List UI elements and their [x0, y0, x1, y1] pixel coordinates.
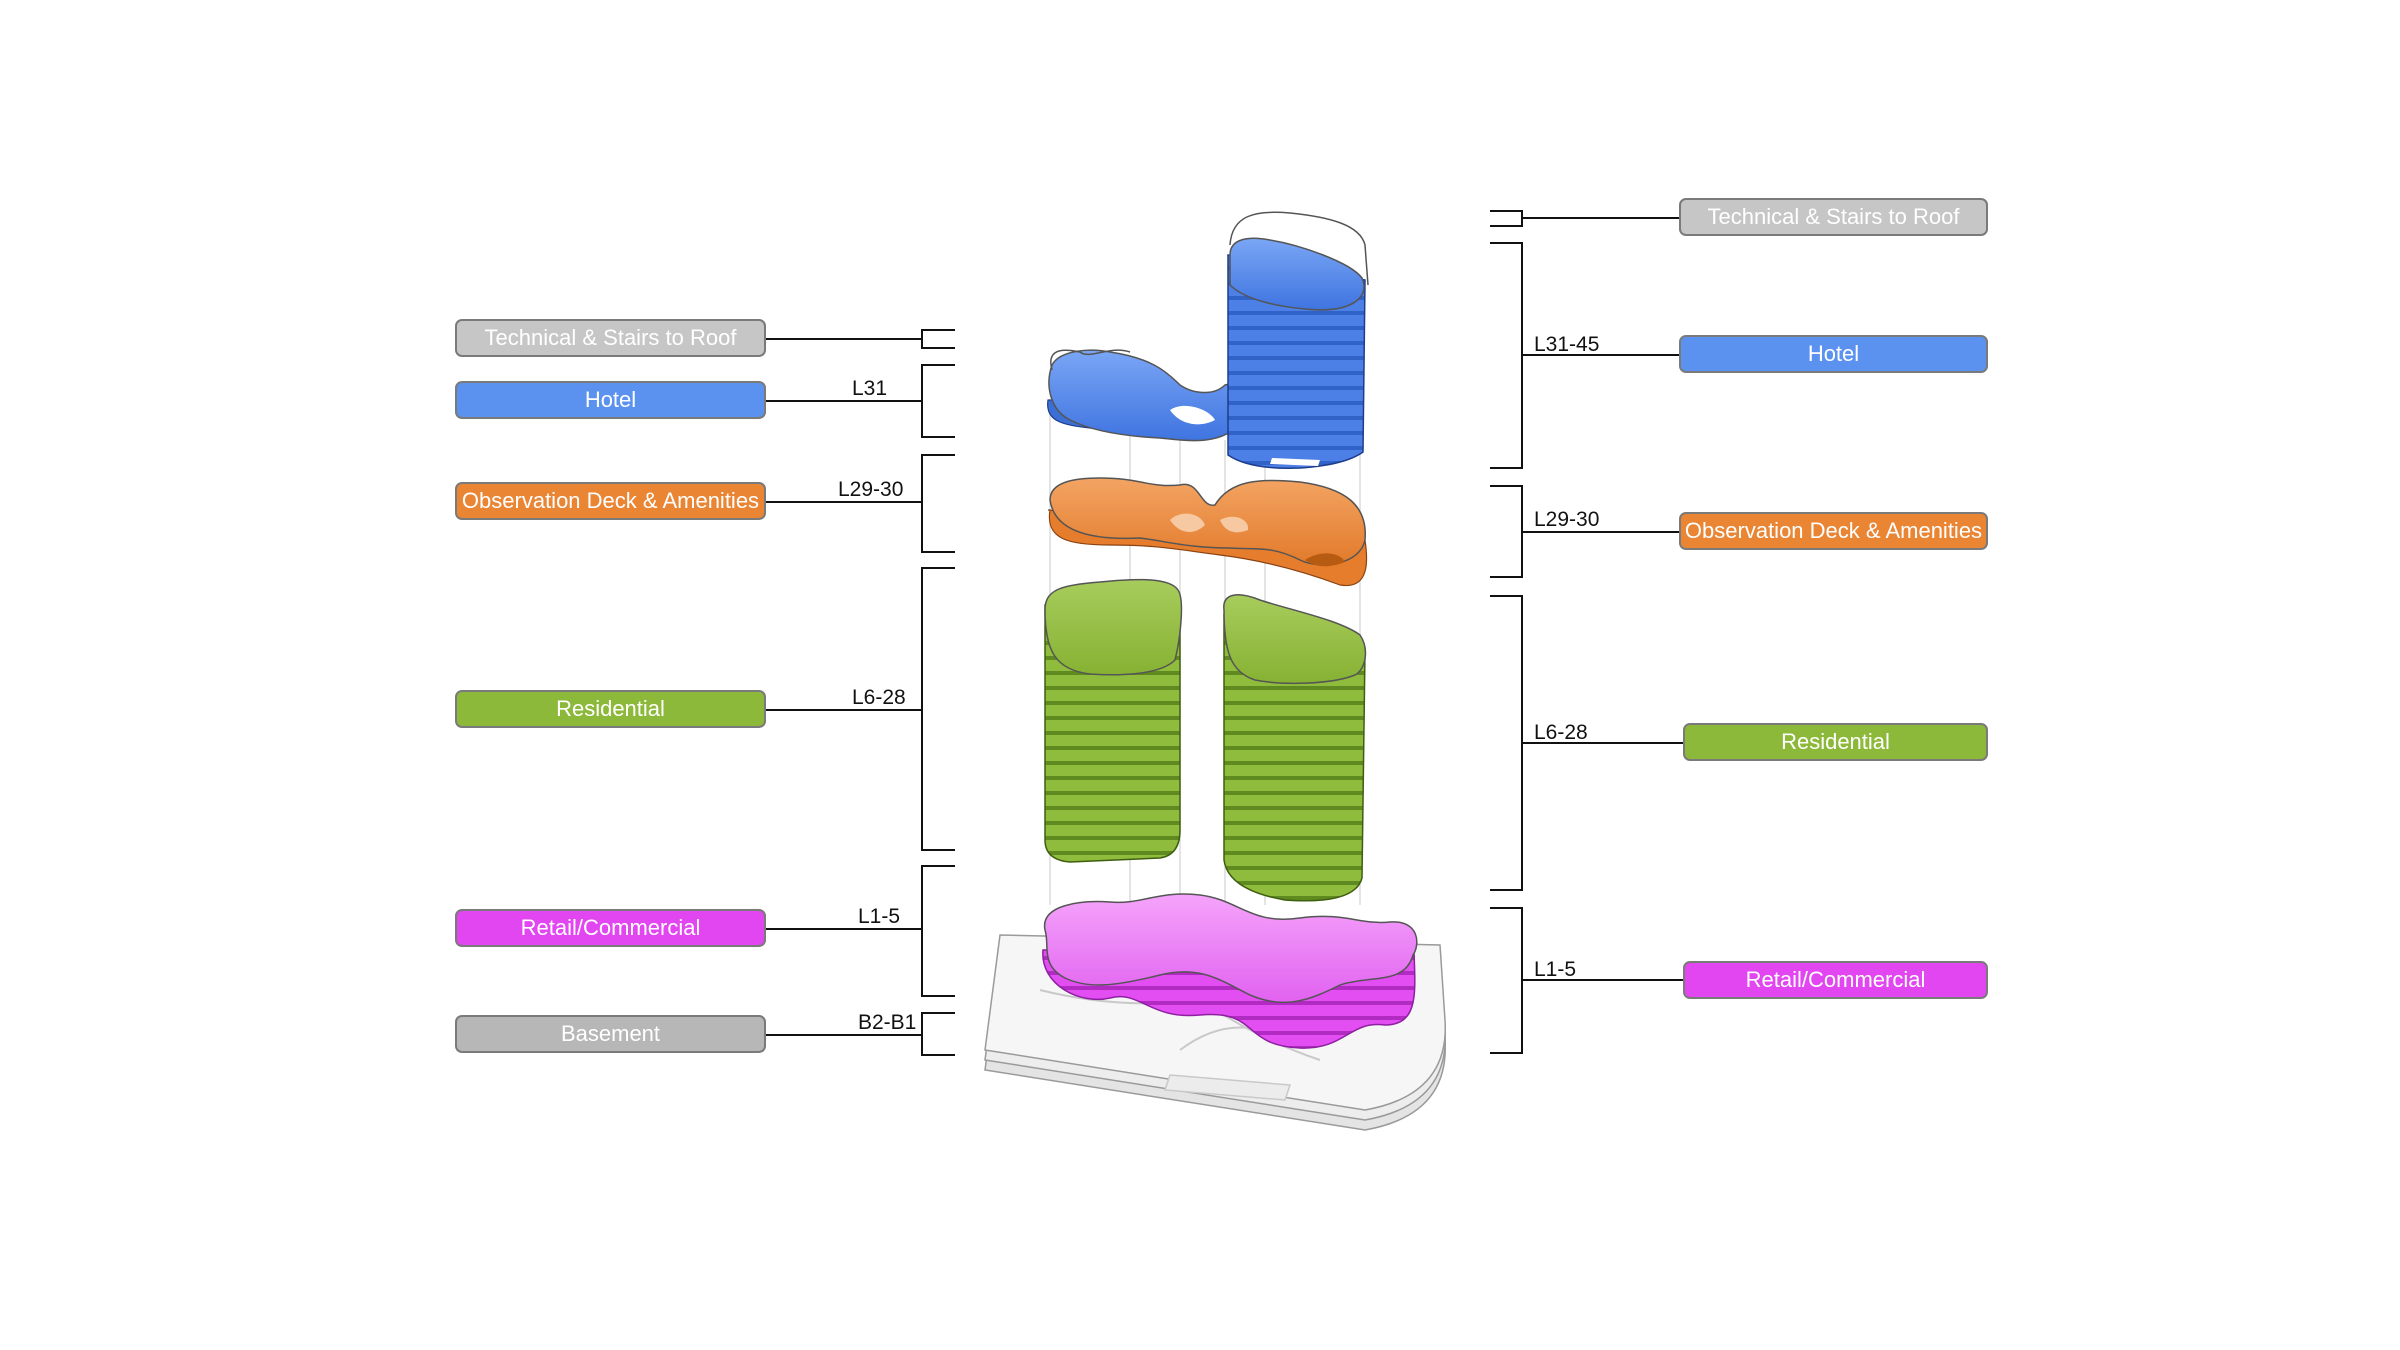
hotel-volume — [1047, 237, 1366, 469]
observation-deck — [1047, 477, 1368, 587]
left-level-retail: L1-5 — [858, 905, 901, 928]
technical-outlines — [1050, 211, 1369, 371]
left-tag-technical: Technical & Stairs to Roof — [455, 319, 766, 357]
right-tag-technical: Technical & Stairs to Roof — [1679, 198, 1988, 236]
left-level-hotel: L31 — [852, 377, 888, 400]
left-level-basement: B2-B1 — [858, 1011, 917, 1034]
left-brackets — [765, 329, 955, 1056]
right-tag-retail: Retail/Commercial — [1683, 961, 1988, 999]
left-level-observation: L29-30 — [838, 478, 904, 501]
right-level-observation: L29-30 — [1534, 508, 1600, 531]
left-tag-observation: Observation Deck & Amenities — [455, 482, 766, 520]
left-tag-hotel: Hotel — [455, 381, 766, 419]
right-level-hotel: L31-45 — [1534, 333, 1600, 356]
left-tag-retail: Retail/Commercial — [455, 909, 766, 947]
right-level-retail: L1-5 — [1534, 958, 1577, 981]
right-brackets — [1490, 210, 1683, 1054]
right-tag-residential: Residential — [1683, 723, 1988, 761]
left-tag-basement: Basement — [455, 1015, 766, 1053]
left-tag-residential: Residential — [455, 690, 766, 728]
retail-podium — [1042, 893, 1418, 1049]
right-tag-observation: Observation Deck & Amenities — [1679, 512, 1988, 550]
right-level-residential: L6-28 — [1534, 721, 1588, 744]
residential-towers — [1044, 578, 1367, 902]
right-tag-hotel: Hotel — [1679, 335, 1988, 373]
left-level-residential: L6-28 — [852, 686, 906, 709]
